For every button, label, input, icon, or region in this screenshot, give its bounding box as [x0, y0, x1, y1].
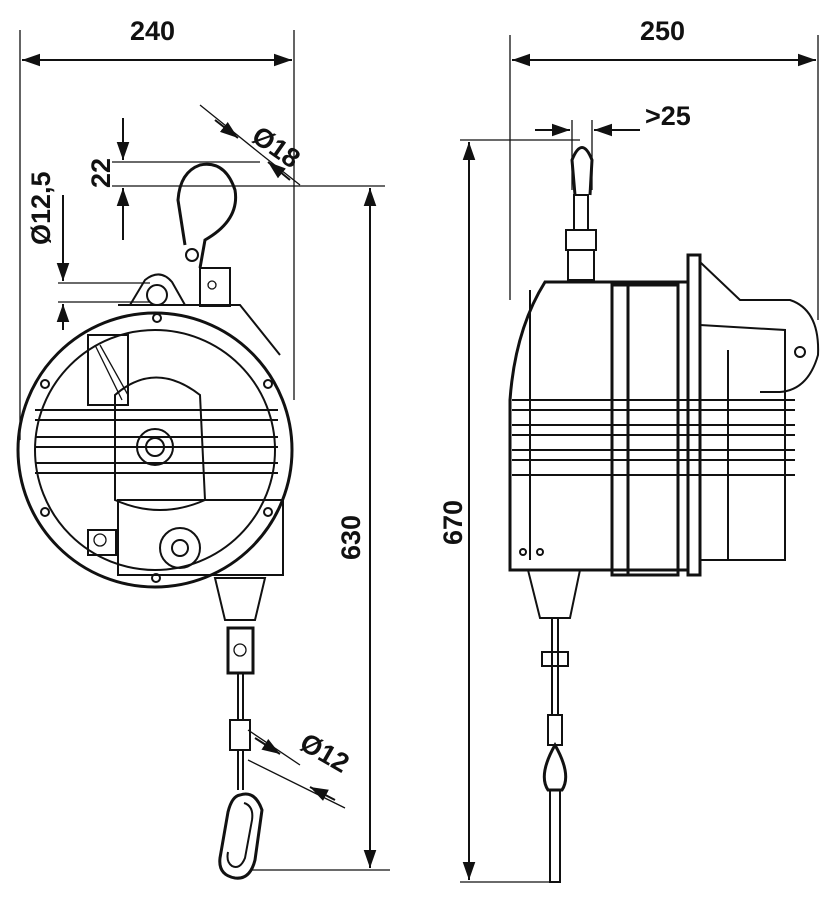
dim-cable-dia: Ø12 — [295, 727, 354, 779]
drum-housing — [16, 311, 294, 589]
dim-width-front: 240 — [130, 16, 175, 46]
side-view: 670 — [438, 35, 820, 883]
dim-height-front: 630 — [336, 515, 366, 560]
front-view: Ø18 22 Ø12,5 Ø12 630 — [16, 30, 390, 880]
dim-width-side: 250 — [640, 16, 685, 46]
dim-clearance: >25 — [645, 101, 691, 131]
dim-height-side: 670 — [438, 500, 468, 545]
dim-top-bore: Ø12,5 — [26, 171, 56, 245]
dim-hook-height: 22 — [86, 158, 116, 188]
